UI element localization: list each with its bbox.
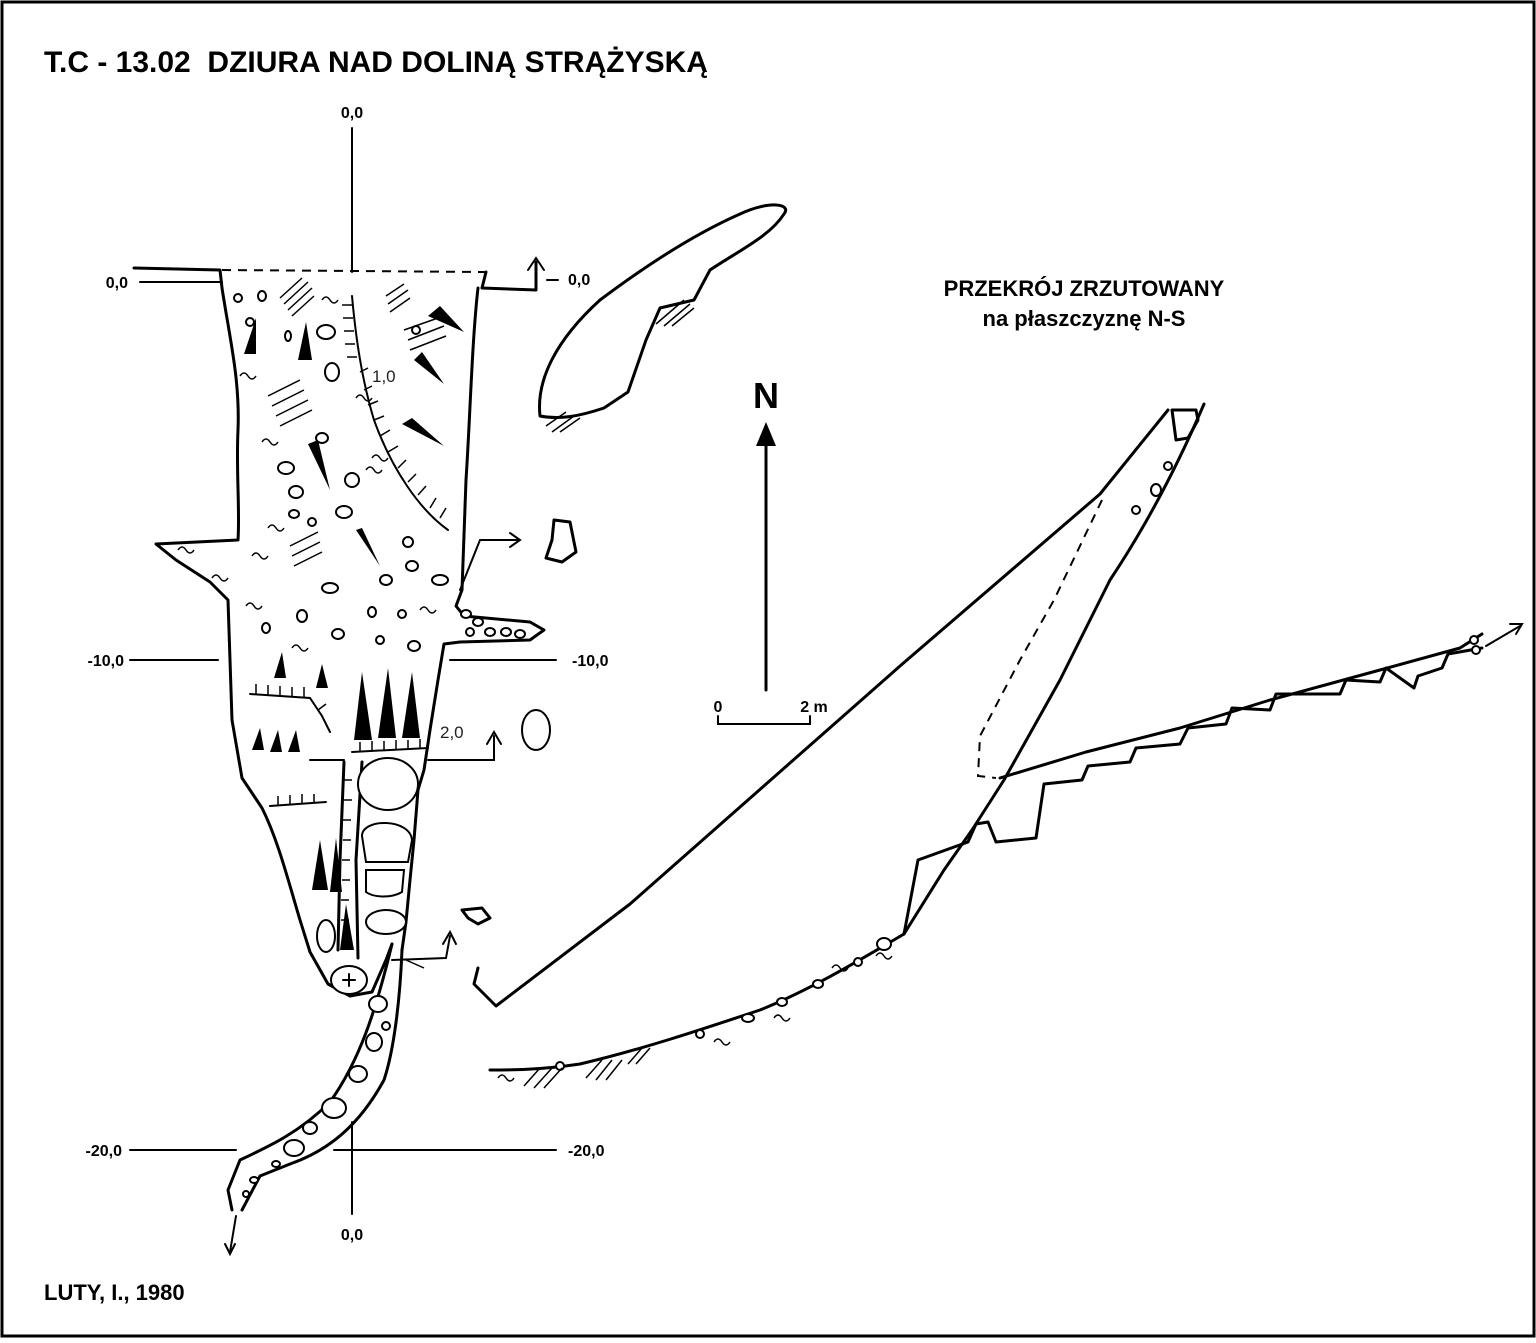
scale-end-label: 2 m <box>800 699 828 716</box>
ledge-lower-ticks <box>277 794 315 805</box>
section-arrow-side <box>459 539 519 591</box>
section-floor-upper <box>998 632 1484 780</box>
exit-arrow-head <box>224 1243 236 1257</box>
boulder <box>365 869 406 898</box>
grid-label-top: 0,0 <box>341 105 363 122</box>
lower-passage-right-wall <box>240 948 404 1212</box>
author-credit: LUTY, I., 1980 <box>44 1280 185 1305</box>
section-slope <box>488 932 906 1072</box>
grid-label-left-10: -10,0 <box>88 653 125 670</box>
boulder-mark <box>342 973 356 987</box>
section-arrow-low <box>391 935 451 961</box>
section-pebbles <box>555 461 1481 1071</box>
grid-label-left-0: 0,0 <box>106 275 128 292</box>
boulder <box>316 919 336 953</box>
section-subtitle: na płaszczyznę N-S <box>983 306 1186 331</box>
grid-label-right-0: 0,0 <box>568 272 590 289</box>
grid-label-right-20: -20,0 <box>568 1143 605 1160</box>
upper-outcrop <box>538 203 788 420</box>
section-title: PRZEKRÓJ ZRZUTOWANY <box>944 276 1225 301</box>
section-inner-wall <box>902 402 1206 936</box>
step-height-1: 1,0 <box>372 367 396 386</box>
ledge-line <box>249 693 331 733</box>
entrance-surface-left <box>132 266 224 290</box>
north-arrow-head <box>756 422 776 446</box>
section-upper-wall <box>472 408 1170 1008</box>
step-height-2: 2,0 <box>440 723 464 742</box>
entrance-dashed-edge <box>221 269 487 273</box>
cave-left-wall <box>154 286 394 998</box>
section-hatching <box>497 952 893 1089</box>
grid-label-right-10: -10,0 <box>572 653 609 670</box>
ledge-ticks <box>255 684 327 711</box>
clay-marks <box>177 296 437 652</box>
boulder <box>365 909 407 935</box>
section-block <box>1170 408 1200 442</box>
cross-section <box>472 402 1524 1089</box>
rock-fragment <box>521 709 551 751</box>
entrance-surface-right <box>480 260 538 292</box>
rock-fragments <box>460 518 578 926</box>
map-title: T.C - 13.02 DZIURA NAD DOLINĄ STRĄŻYSKĄ <box>44 46 708 79</box>
scale-start-label: 0 <box>714 699 723 716</box>
boulder <box>360 822 414 863</box>
grid-label-left-20: -20,0 <box>86 1143 123 1160</box>
cave-right-wall <box>400 286 546 952</box>
cave-plan: 1,0 2,0 <box>132 256 695 1257</box>
rock-fragment <box>460 906 492 926</box>
exit-arrow-line <box>229 1215 237 1253</box>
section-dashed-outline <box>976 499 1103 779</box>
section-arrow-mid-head <box>486 730 502 745</box>
pebbles <box>233 290 526 652</box>
ledge-line-lower <box>269 801 327 807</box>
scree-triangles <box>244 306 464 950</box>
hatch-patches <box>267 277 695 567</box>
section-arrow-side-head <box>509 532 522 548</box>
scale-bar-line <box>717 715 811 725</box>
fissure-left-wall <box>336 760 346 952</box>
grid-label-bottom: 0,0 <box>341 1227 363 1244</box>
section-arrow-mid <box>427 735 495 761</box>
pointer-line <box>405 959 425 969</box>
boulder <box>357 757 419 811</box>
north-label: N <box>753 375 779 416</box>
lower-passage-boulders <box>242 995 391 1198</box>
step-line-upper <box>351 295 449 531</box>
reference-grid <box>129 127 557 1215</box>
section-arrow-top <box>527 256 545 271</box>
step-line-upper-ticks <box>342 304 447 519</box>
section-exit-arrow-head <box>1509 623 1524 635</box>
section-floor-lower <box>902 646 1484 936</box>
step-line-lower <box>351 747 429 753</box>
scale-bar <box>717 715 811 725</box>
section-exit-arrow <box>1485 625 1521 647</box>
north-arrow <box>756 422 776 692</box>
rock-fragment <box>544 518 578 564</box>
section-arrow-low-head <box>442 929 457 945</box>
step-line-lower-ticks <box>359 739 421 752</box>
